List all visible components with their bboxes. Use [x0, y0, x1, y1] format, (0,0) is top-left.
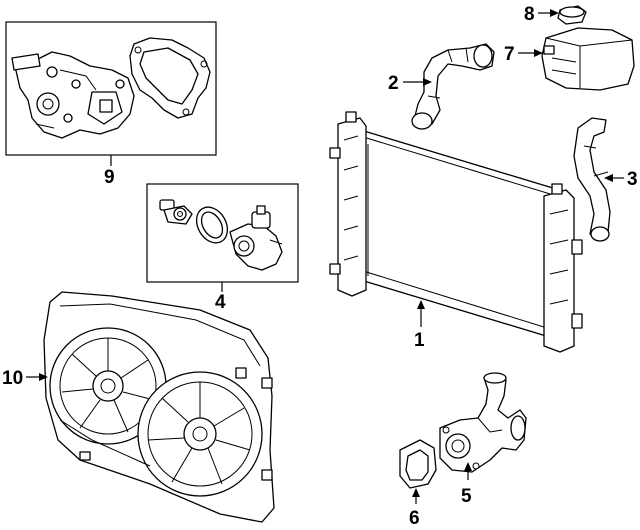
thermostat-housing-drawing	[229, 205, 283, 271]
callout-9: 9	[104, 167, 115, 188]
callout-5: 5	[461, 486, 472, 507]
callout-6: 6	[409, 508, 420, 529]
callout-3: 3	[627, 169, 638, 190]
upper-radiator-hose: 2	[388, 43, 495, 130]
lower-radiator-hose: 3	[573, 117, 638, 242]
coolant-outlet-housing: 5	[439, 372, 527, 507]
thermostat-seal-drawing	[195, 206, 229, 244]
callout-2: 2	[388, 73, 399, 94]
thermostat-sensor-drawing	[159, 199, 193, 225]
callout-4: 4	[215, 292, 226, 313]
thermostat-group: 4	[146, 183, 299, 313]
outlet-gasket: 6	[399, 439, 437, 529]
callout-7: 7	[504, 44, 515, 65]
callout-10: 10	[2, 368, 23, 389]
callout-1: 1	[414, 330, 425, 351]
water-pump-group: 9	[5, 21, 217, 188]
reservoir-cap: 8	[524, 4, 587, 25]
callout-8: 8	[524, 4, 535, 25]
water-pump-gasket-drawing	[129, 37, 211, 119]
water-pump-housing-drawing	[11, 51, 135, 139]
radiator: 1	[329, 111, 583, 353]
coolant-reservoir: 7	[504, 27, 635, 91]
fan-shroud-assembly: 10	[2, 291, 275, 523]
